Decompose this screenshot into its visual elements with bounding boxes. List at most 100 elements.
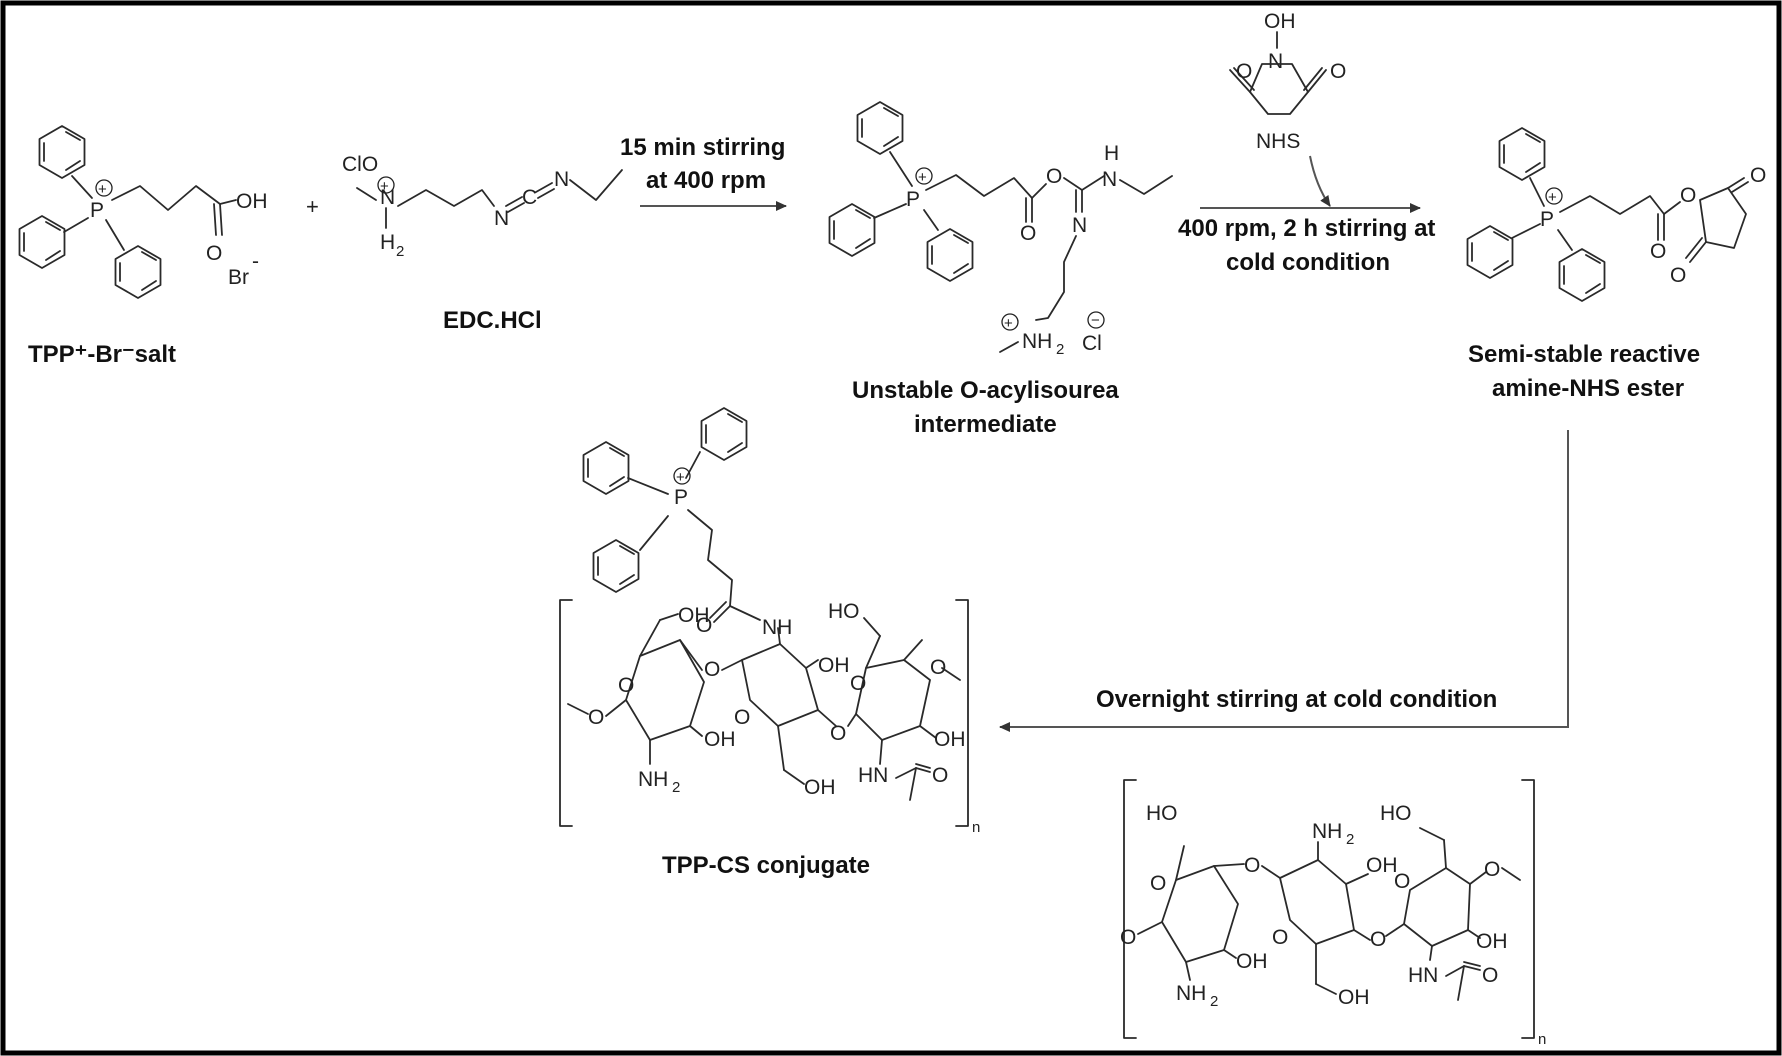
conj-ring2-o: O [734,706,750,729]
edc-clo: ClO [342,153,378,176]
edc-n2: N [494,207,509,230]
step1-condition-line2: at 400 rpm [646,167,766,194]
edc-structure: ClO N + H 2 N C N [342,153,623,260]
conj-p-atom: P [674,486,688,509]
chitosan-ring1-oh: OH [1236,950,1268,973]
int-chloride-charge: − [1091,312,1100,329]
conj-ring3-hn: HN [858,764,888,787]
edc-n-charge: + [380,178,389,195]
step2-condition-line1: 400 rpm, 2 h stirring at [1178,215,1435,242]
conj-ring1-oh2: OH [704,728,736,751]
edc-label: EDC.HCl [443,307,542,334]
conj-amide-o: O [696,614,712,637]
chitosan-ring1-o: O [1150,872,1166,895]
ester-carbonyl-o: O [1650,240,1666,263]
conj-ring3-ho: HO [828,600,860,623]
conj-ring1-nh2-sub: 2 [672,779,680,796]
chitosan-o-link: O [1120,926,1136,949]
nhs-o-right: O [1330,60,1346,83]
bromide-charge: - [252,250,259,273]
edc-n3: N [554,168,569,191]
conj-glyco-o2: O [830,722,846,745]
ester-link-o: O [1680,184,1696,207]
chitosan-structure: n HO O O NH 2 OH O O NH 2 OH OH O O HO O [1120,779,1546,1048]
chitosan-ho: HO [1146,802,1178,825]
int-nh2-sub: 2 [1056,341,1064,358]
nhs-o-left: O [1236,60,1252,83]
conj-ring3-o: O [850,672,866,695]
tpp-p-atom: P [90,199,104,222]
conj-ring2-oh: OH [818,654,850,677]
nhs-ester-label-line2: amine-NHS ester [1492,375,1684,402]
step3-arrow [999,430,1569,732]
chitosan-glyco-o1: O [1244,854,1260,877]
conj-ring1-o: O [618,674,634,697]
chitosan-ring1-nh2: NH [1176,982,1206,1005]
chitosan-acetyl-o: O [1482,964,1498,987]
plus-sign: + [306,194,319,219]
intermediate-structure: P + O O H N N + NH 2 Cl − [828,101,1173,358]
tpp-salt-label: TPP⁺-Br⁻salt [28,341,176,368]
step3-condition: Overnight stirring at cold condition [1096,686,1497,713]
conj-ring2-oh2: OH [804,776,836,799]
tpp-salt-structure: P + OH O Br - [18,125,268,299]
conj-amide-nh: NH [762,616,792,639]
conj-ring3-acetyl-o: O [932,764,948,787]
chitosan-ring2-oh: OH [1366,854,1398,877]
conj-p-charge: + [676,469,685,486]
int-p-atom: P [906,188,920,211]
nhs-ester-label-line1: Semi-stable reactive [1468,341,1700,368]
conj-ring3-o-link: O [930,656,946,679]
int-imine-n: N [1072,214,1087,237]
step1-condition-line1: 15 min stirring [620,134,785,161]
conj-ring1-nh2: NH [638,768,668,791]
chitosan-ring3-o: O [1394,870,1410,893]
nhs-label: NHS [1256,130,1300,153]
int-nh-n: N [1102,168,1117,191]
conj-glyco-o1: O [704,658,720,681]
int-chloride: Cl [1082,332,1102,355]
conj-ring3-oh: OH [934,728,966,751]
nhs-ester-structure: P + O O O O [1466,127,1766,302]
int-p-charge: + [918,169,927,186]
nhs-oh: OH [1264,10,1296,33]
chitosan-ring3-oh: OH [1476,930,1508,953]
edc-c: C [522,186,537,209]
edc-h2: H [380,231,395,254]
tpp-carbonyl-o: O [206,242,222,265]
int-h: H [1104,142,1119,165]
chitosan-ring2-oh2: OH [1338,986,1370,1009]
tpp-cs-conjugate-label: TPP-CS conjugate [662,852,870,879]
ester-p-atom: P [1540,208,1554,231]
step2-condition-line2: cold condition [1226,249,1390,276]
int-ester-o: O [1046,165,1062,188]
int-nh2: NH [1022,330,1052,353]
nhs-n: N [1268,50,1283,73]
chitosan-ring1-nh2-sub: 2 [1210,993,1218,1010]
conj-repeat-n: n [972,819,980,836]
tpp-plus-charge: + [98,181,107,198]
chitosan-repeat-n: n [1538,1031,1546,1048]
conj-ring1-o-link: O [588,706,604,729]
chitosan-ring3-hn: HN [1408,964,1438,987]
intermediate-label-line1: Unstable O-acylisourea [852,377,1119,404]
bromide: Br [228,266,249,289]
chitosan-ring2-o: O [1272,926,1288,949]
int-nh2-charge: + [1004,315,1013,332]
chitosan-glyco-o2: O [1370,928,1386,951]
nhs-curved-arrow [1309,155,1331,207]
chitosan-ring3-ho: HO [1380,802,1412,825]
ester-ring-o2: O [1670,264,1686,287]
ester-ring-o1: O [1750,164,1766,187]
nhs-structure: OH N O O [1229,10,1346,115]
edc-h2-sub: 2 [396,243,404,260]
intermediate-label-line2: intermediate [914,411,1057,438]
int-carbonyl-o: O [1020,222,1036,245]
chitosan-ring2-nh2: NH [1312,820,1342,843]
ester-p-charge: + [1548,189,1557,206]
conj-ring1-oh: OH [678,604,710,627]
chitosan-ring3-o-link: O [1484,858,1500,881]
chitosan-ring2-nh2-sub: 2 [1346,831,1354,848]
